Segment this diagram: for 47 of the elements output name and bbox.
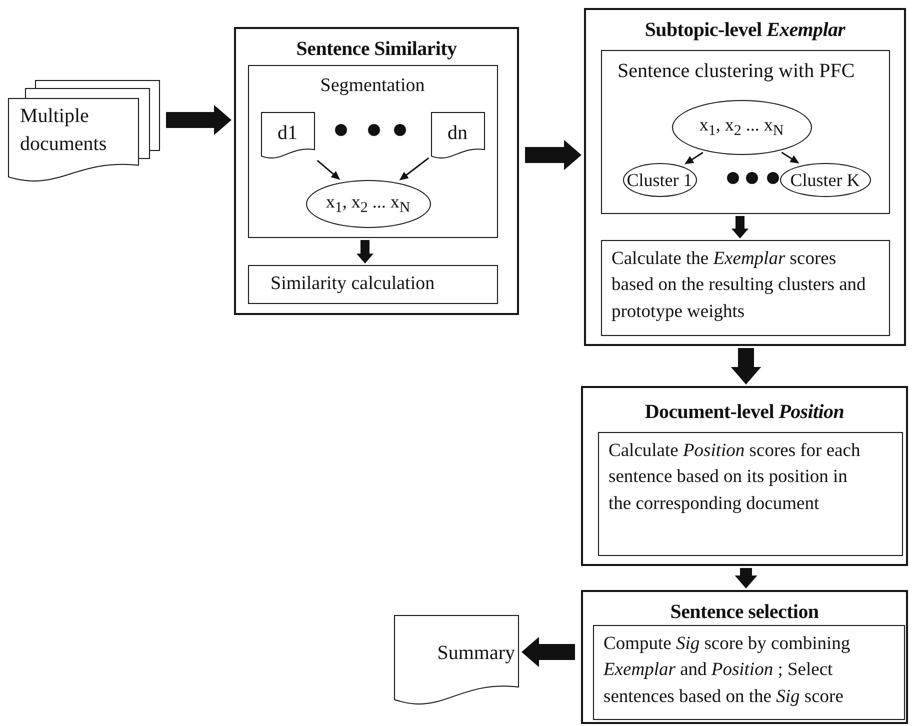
process-box (248, 264, 498, 304)
process-box (248, 64, 498, 238)
box-text: Calculate the Exemplar scores based on the resulting clusters and prototype weights (612, 248, 867, 324)
section-panel (584, 8, 906, 346)
arrow (399, 157, 430, 180)
ellipse-label: x$_{1}$, x$_{2}$ ... x$_{N}$ (324, 190, 412, 218)
process-box (592, 624, 904, 720)
section-panel (581, 386, 908, 566)
arrow (781, 152, 800, 164)
panel-title: Subtopic-level Exemplar (644, 18, 846, 43)
box-text: Compute Sig score by combining Exemplar and Position ; Select sentences based on the Sig score (604, 632, 852, 710)
cluster-ellipse (780, 162, 870, 196)
document-label: dn (446, 120, 468, 146)
ellipse-label: x$_{1}$, x$_{2}$ ... x$_{N}$ (698, 113, 785, 141)
sentence-set-ellipse (306, 180, 430, 228)
arrow (684, 152, 704, 164)
document-label: Summary (437, 641, 515, 666)
block-arrow (730, 348, 762, 384)
sentence-set-ellipse (672, 100, 812, 154)
document-label: d1 (276, 120, 298, 146)
box-text: Calculate Position scores for each sentence based on its position in the corresponding document (608, 440, 862, 516)
ellipse-label: Cluster K (789, 168, 861, 192)
panel-title: Sentence Similarity (295, 37, 458, 62)
document-shape (430, 112, 484, 158)
cluster-ellipse (622, 162, 696, 196)
block-arrow (731, 216, 749, 238)
block-arrow (356, 240, 374, 264)
ellipse-label: Cluster 1 (626, 168, 694, 192)
process-box (600, 240, 890, 336)
block-arrow (166, 104, 232, 136)
box-text: Sentence clustering with PFC (618, 58, 855, 84)
arrow (316, 160, 340, 180)
section-panel (234, 27, 519, 315)
box-text: Segmentation (319, 74, 426, 98)
panel-title: Document-level Position (644, 400, 846, 425)
block-arrow (522, 636, 575, 668)
box-text: Similarity calculation (270, 272, 435, 296)
panel-title: Sentence selection (669, 600, 820, 625)
document-shape (394, 615, 519, 705)
process-box (600, 50, 890, 214)
block-arrow (734, 568, 758, 588)
process-box (598, 432, 902, 556)
document-stack (8, 80, 160, 182)
document-shape (260, 112, 314, 158)
block-arrow (525, 140, 582, 170)
document-label: Multiple documents (20, 104, 108, 157)
section-panel (581, 590, 908, 724)
